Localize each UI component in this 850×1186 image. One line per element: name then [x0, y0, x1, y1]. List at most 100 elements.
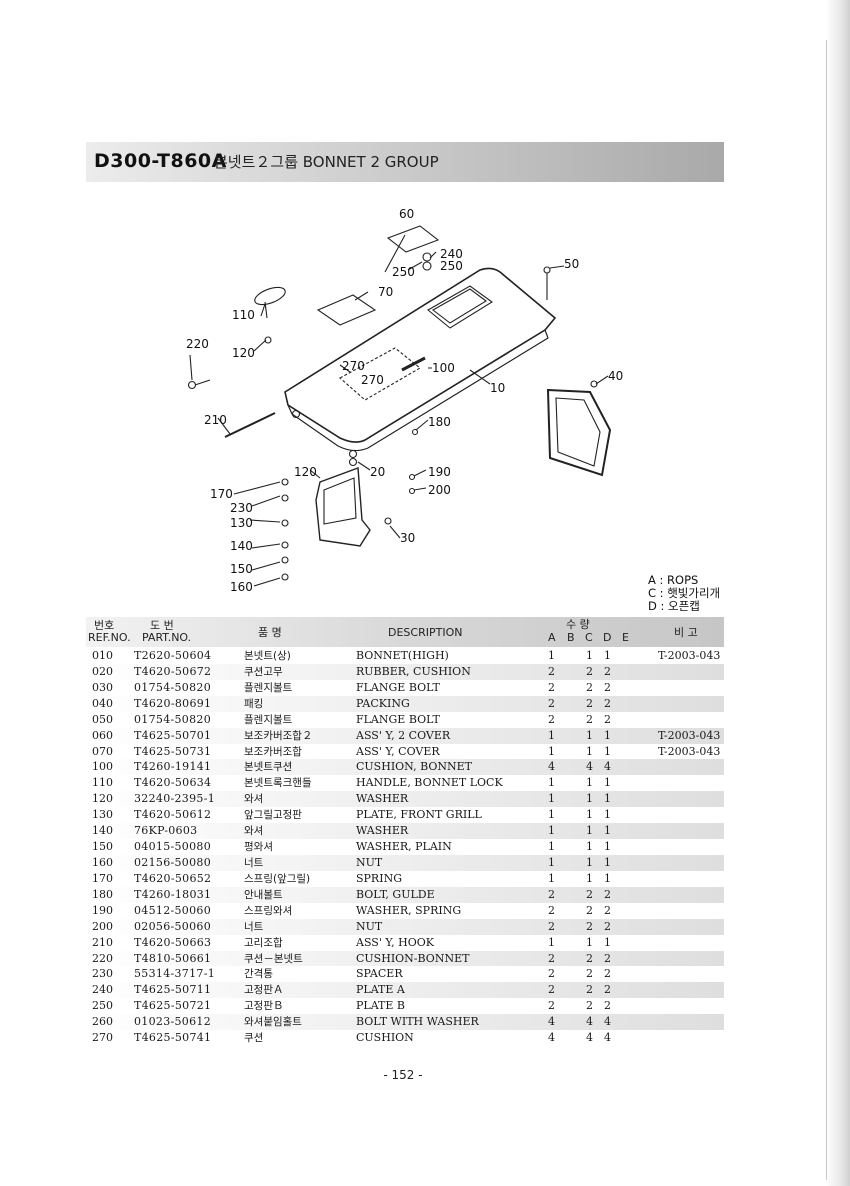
cell-description: WASHER, PLAIN — [356, 840, 452, 854]
cell-ref-no: 070 — [92, 744, 113, 758]
cell-description: NUT — [356, 855, 383, 869]
cell-qty-a: 1 — [548, 935, 555, 949]
cell-description: ASS' Y, COVER — [356, 744, 440, 758]
callout-label: 250 — [392, 265, 415, 279]
cell-description: SPRING — [356, 871, 402, 885]
cell-ref-no: 230 — [92, 967, 113, 981]
header-name-kr: 품 명 — [258, 626, 282, 639]
callout-label: 50 — [564, 257, 579, 271]
cell-ref-no: 100 — [92, 760, 113, 774]
cell-ref-no: 150 — [92, 840, 113, 854]
cell-qty-d: 1 — [604, 792, 611, 806]
cell-qty-c: 2 — [586, 951, 593, 965]
cell-name-kr: 너트 — [244, 856, 264, 869]
cell-qty-d: 2 — [604, 887, 611, 901]
header-remarks: 비 고 — [674, 626, 698, 639]
cell-part-no: 01754-50820 — [134, 680, 212, 694]
cell-qty-c: 1 — [586, 935, 593, 949]
cell-qty-d: 1 — [604, 649, 611, 662]
cell-qty-c: 2 — [586, 903, 593, 917]
cell-remarks: T-2003-043 — [658, 649, 721, 662]
cell-description: ASS' Y, HOOK — [356, 935, 435, 949]
cell-qty-d: 1 — [604, 855, 611, 869]
cell-name-kr: 와셔 — [244, 793, 264, 806]
cell-description: ASS' Y, 2 COVER — [356, 728, 451, 742]
cell-qty-d: 4 — [604, 1031, 611, 1045]
cell-description: PACKING — [356, 696, 410, 710]
cell-qty-c: 2 — [586, 680, 593, 694]
cell-ref-no: 120 — [92, 792, 113, 806]
cell-ref-no: 010 — [92, 649, 113, 662]
cell-ref-no: 170 — [92, 871, 113, 885]
header-qty-a: A — [548, 631, 556, 644]
header-qty-e: E — [622, 631, 629, 644]
cell-ref-no: 200 — [92, 919, 113, 933]
cell-qty-d: 1 — [604, 824, 611, 838]
cell-name-kr: 본넷트(상) — [244, 650, 291, 662]
cell-name-kr: 본넷트쿠션 — [244, 761, 293, 774]
cell-ref-no: 160 — [92, 855, 113, 869]
cell-ref-no: 240 — [92, 983, 113, 997]
cell-qty-a: 1 — [548, 871, 555, 885]
cell-qty-a: 2 — [548, 951, 555, 965]
cell-qty-c: 2 — [586, 919, 593, 933]
callout-label: 130 — [230, 516, 253, 530]
callout-label: 240 — [440, 247, 463, 261]
cell-qty-a: 1 — [548, 792, 555, 806]
page-edge-line — [826, 40, 827, 1180]
cell-part-no: T4620-50663 — [134, 935, 212, 949]
cell-name-kr: 플렌지볼트 — [244, 713, 293, 726]
callout-label: 250 — [440, 259, 463, 273]
cell-qty-a: 4 — [548, 760, 555, 774]
cell-part-no: T4260-18031 — [134, 887, 212, 901]
exploded-parts-diagram: 60 240 250 250 50 70 110 220 120 270 270… — [170, 200, 630, 600]
callout-label: 220 — [186, 337, 209, 351]
cell-qty-c: 1 — [586, 744, 593, 758]
callout-label: 270 — [342, 359, 365, 373]
cell-qty-d: 2 — [604, 903, 611, 917]
cell-qty-c: 4 — [586, 1015, 593, 1029]
cell-qty-d: 4 — [604, 760, 611, 774]
cell-description: HANDLE, BONNET LOCK — [356, 776, 503, 790]
cell-qty-a: 1 — [548, 744, 555, 758]
header-part-en: PART.NO. — [142, 631, 192, 644]
cell-description: WASHER — [356, 824, 409, 838]
cell-name-kr: 와셔 — [244, 825, 264, 838]
cell-qty-a: 4 — [548, 1031, 555, 1045]
cell-description: BOLT WITH WASHER — [356, 1015, 479, 1029]
page-title-text: 본넷트２그룹 BONNET 2 GROUP — [214, 153, 439, 171]
cell-qty-d: 2 — [604, 696, 611, 710]
cell-qty-c: 2 — [586, 983, 593, 997]
cell-qty-d: 2 — [604, 983, 611, 997]
cell-qty-a: 2 — [548, 696, 555, 710]
cell-remarks: T-2003-043 — [658, 744, 721, 758]
header-qty-kr: 수 량 — [566, 618, 590, 631]
cell-qty-c: 2 — [586, 664, 593, 678]
cell-qty-a: 2 — [548, 967, 555, 981]
cell-part-no: T4625-50701 — [134, 728, 212, 742]
header-ref-kr: 번호 — [94, 619, 115, 632]
cell-description: CUSHION-BONNET — [356, 951, 470, 965]
cell-description: WASHER, SPRING — [356, 903, 462, 917]
cell-description: WASHER — [356, 792, 409, 806]
cell-part-no: T4625-50731 — [134, 744, 212, 758]
cell-ref-no: 180 — [92, 887, 113, 901]
diagram-drawing: 60 240 250 250 50 70 110 220 120 270 270… — [186, 207, 623, 594]
cell-qty-d: 1 — [604, 744, 611, 758]
cell-part-no: 01754-50820 — [134, 712, 212, 726]
cell-qty-c: 2 — [586, 887, 593, 901]
cell-part-no: T4620-80691 — [134, 696, 212, 710]
cell-qty-c: 1 — [586, 728, 593, 742]
